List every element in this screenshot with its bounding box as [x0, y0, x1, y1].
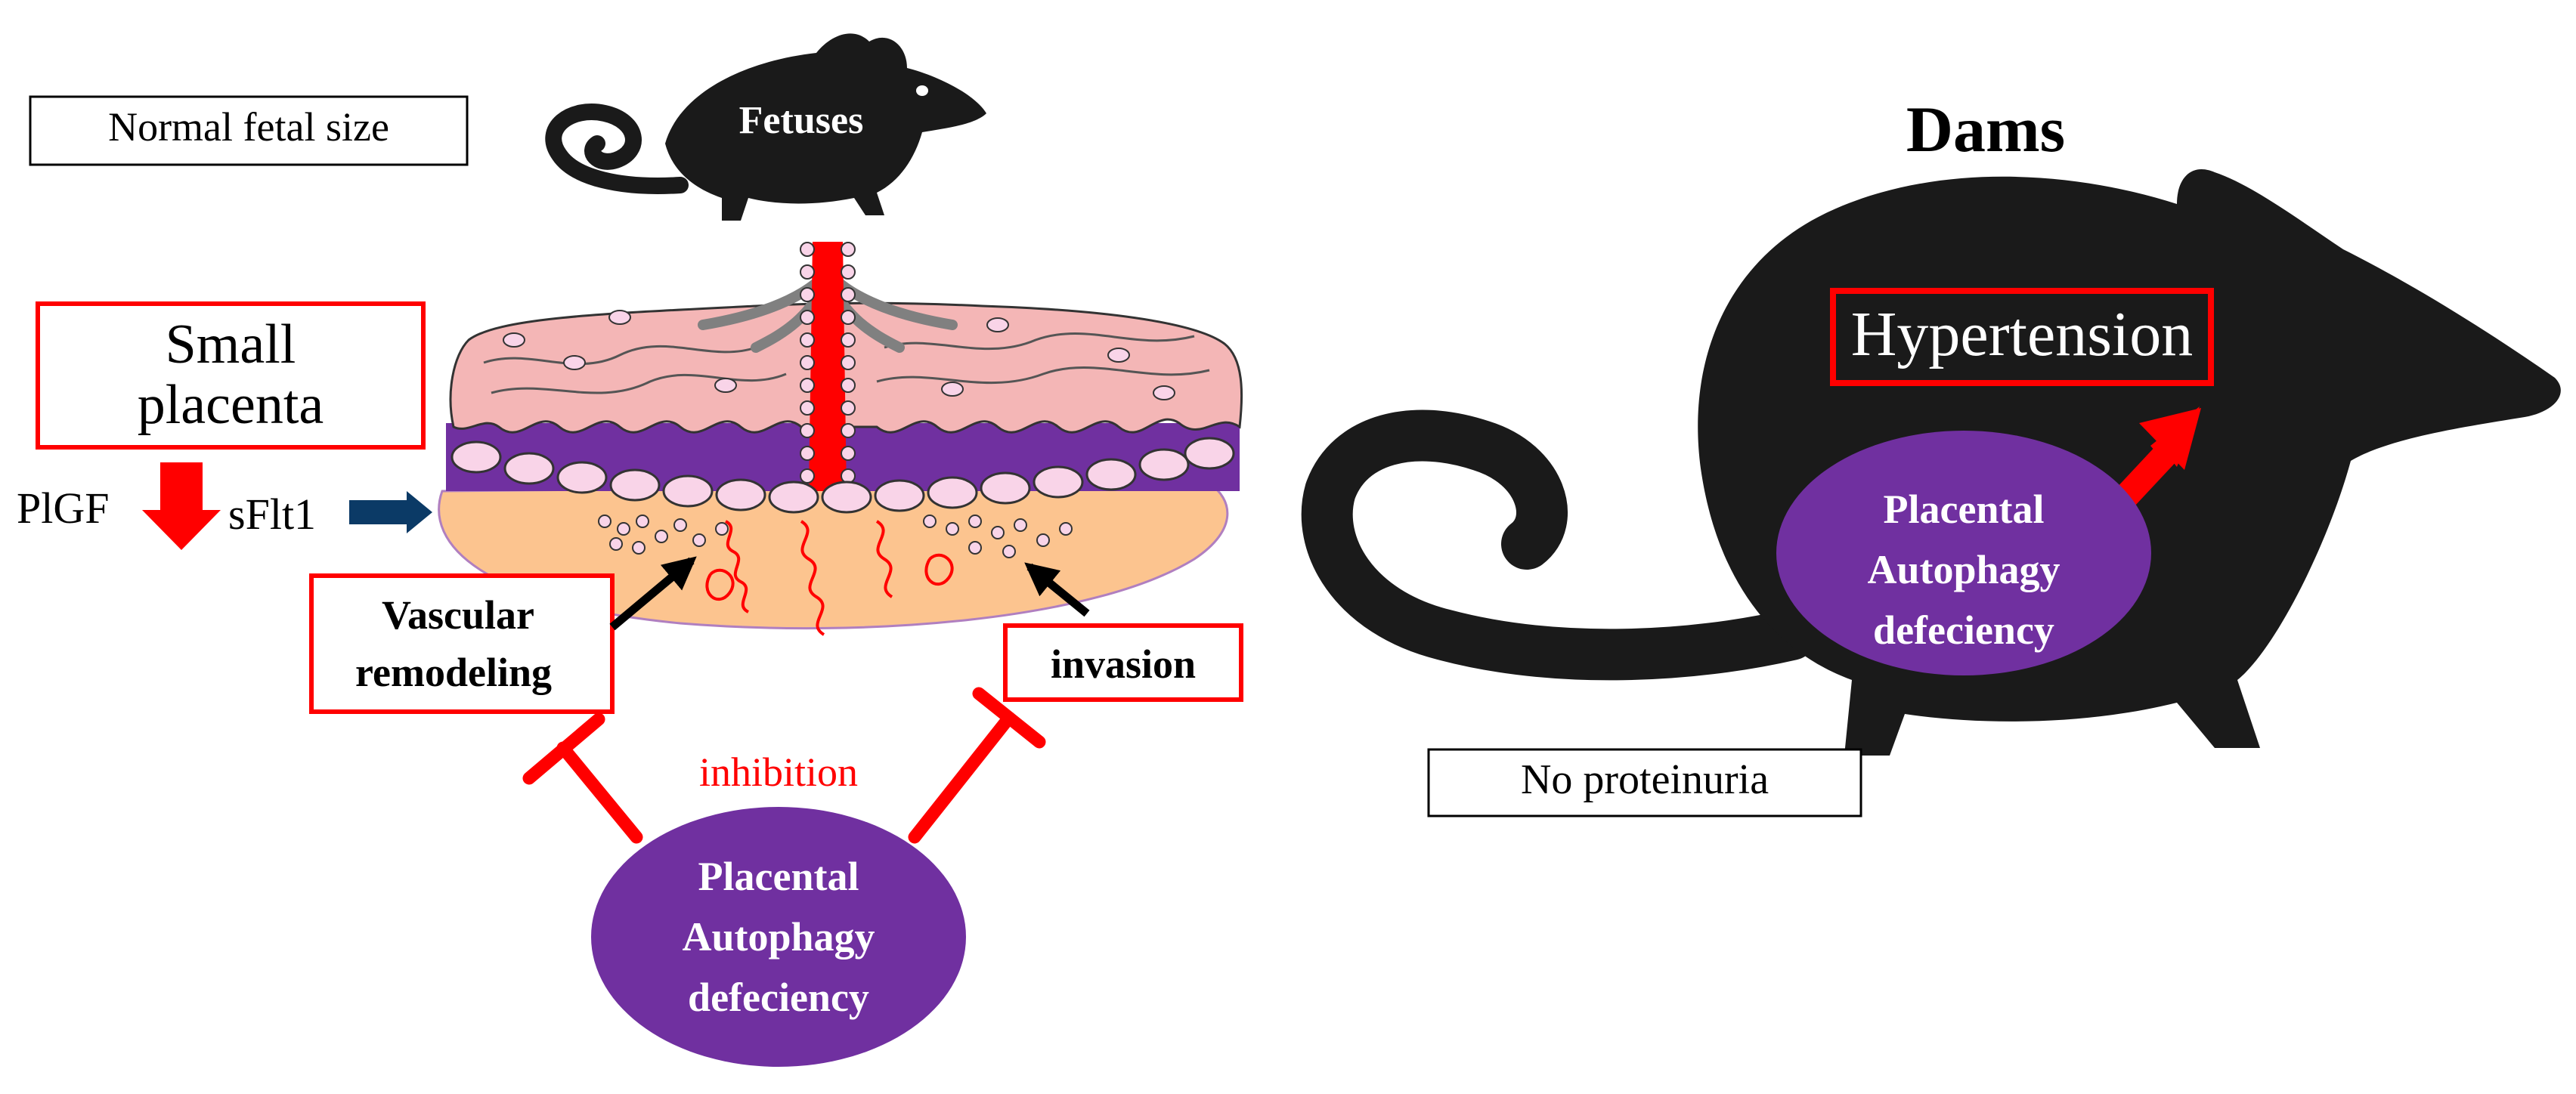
- hypertension-label: Hypertension: [1851, 299, 2194, 369]
- small-placenta-box: Small placenta: [36, 301, 426, 450]
- left-panel: Normal fetal size Fetuses: [17, 33, 1243, 1067]
- normal-fetal-size-box: Normal fetal size: [29, 95, 469, 166]
- plgf-down-arrow-icon: [142, 462, 221, 550]
- autophagy-left-line1: Placental: [698, 854, 859, 899]
- autophagy-ellipse-right: Placental Autophagy defeciency: [1776, 431, 2151, 675]
- normal-fetal-size-label: Normal fetal size: [108, 104, 389, 150]
- autophagy-ellipse-left: Placental Autophagy defeciency: [591, 807, 966, 1067]
- autophagy-right-line2: Autophagy: [1867, 547, 2060, 592]
- hypertension-box: Hypertension: [1830, 288, 2214, 386]
- vascular-arrow-icon: [609, 556, 697, 631]
- small-placenta-line1: Small: [166, 314, 296, 375]
- autophagy-left-line3: defeciency: [688, 975, 869, 1020]
- inhibition-label: inhibition: [699, 749, 858, 795]
- autophagy-right-line1: Placental: [1884, 487, 2045, 532]
- vascular-line1: Vascular: [382, 592, 534, 638]
- sflt1-right-arrow-icon: [349, 491, 432, 533]
- dams-title: Dams: [1906, 93, 2065, 165]
- autophagy-right-line3: defeciency: [1873, 607, 2054, 653]
- fetuses-label: Fetuses: [739, 99, 864, 142]
- invasion-box: invasion: [1003, 623, 1243, 702]
- invasion-label: invasion: [1051, 641, 1196, 687]
- mouse-icon-fetus: Fetuses: [545, 33, 986, 221]
- no-proteinuria-label: No proteinuria: [1521, 756, 1769, 803]
- placenta-icon: [438, 242, 1243, 636]
- inhibition-bar-icon: [522, 687, 1046, 844]
- autophagy-left-line2: Autophagy: [682, 914, 875, 960]
- plgf-label: PlGF: [17, 484, 110, 533]
- invasion-arrow-icon: [1024, 562, 1090, 617]
- vascular-remodeling-box: Vascular remodeling: [309, 573, 615, 714]
- sflt1-label: sFlt1: [228, 490, 316, 539]
- no-proteinuria-box: No proteinuria: [1427, 748, 1862, 817]
- right-panel: Dams Hypertension Placental Autophagy de…: [1301, 93, 2561, 817]
- small-placenta-line2: placenta: [138, 374, 324, 436]
- vascular-line2: remodeling: [355, 650, 552, 695]
